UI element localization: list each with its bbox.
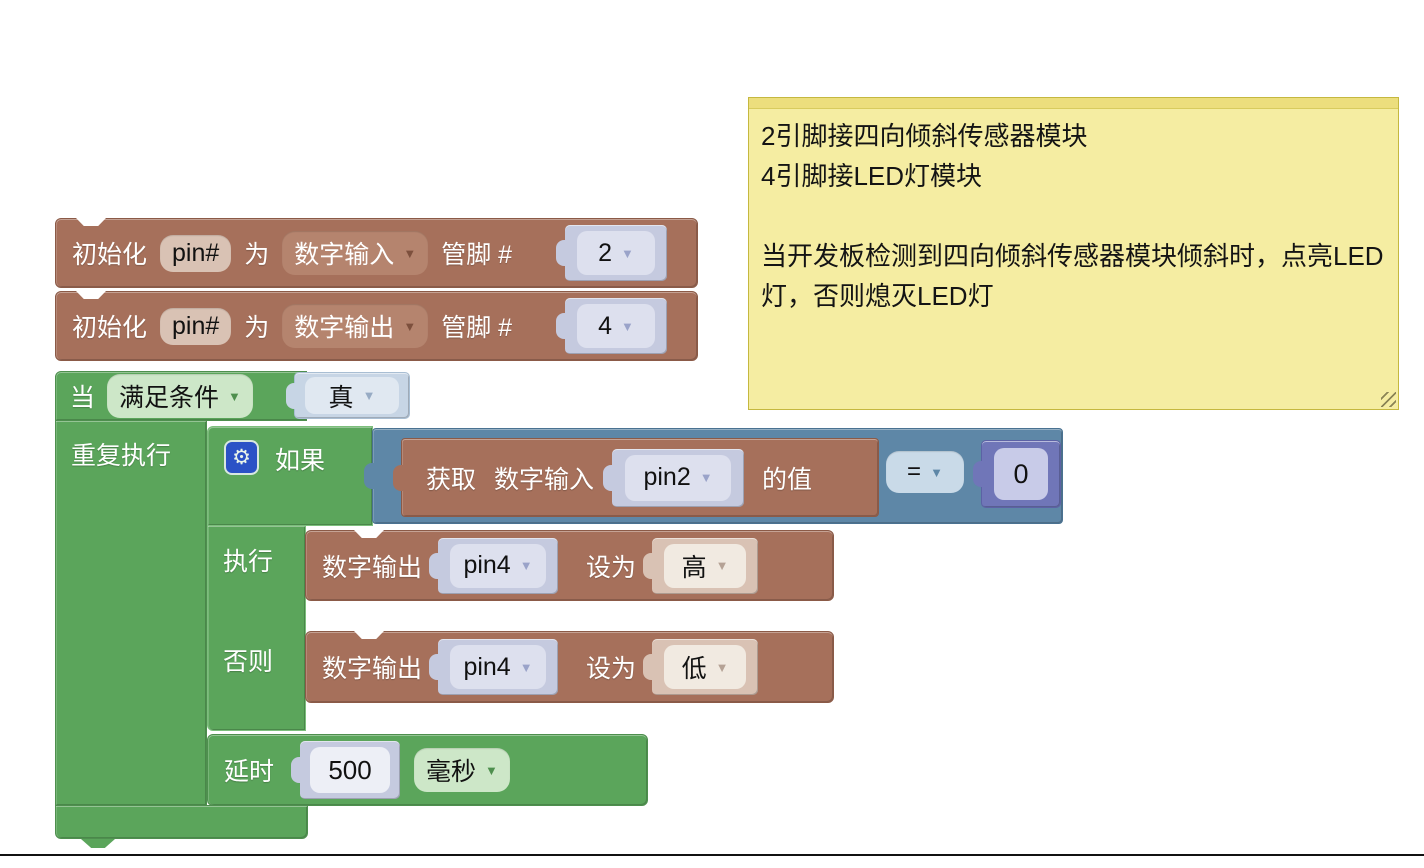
pin-select-block[interactable]: pin4▼ <box>429 537 559 594</box>
puzzle-connector <box>364 463 374 489</box>
block-repeat-bottom[interactable] <box>55 805 308 848</box>
chevron-down-icon: ▼ <box>519 659 533 675</box>
repeat-label: 重复执行 <box>71 442 172 470</box>
pin-mode-dropdown[interactable]: 数字输入▼ <box>282 231 429 275</box>
level-value-block[interactable]: 高▼ <box>643 537 759 594</box>
chevron-down-icon: ▼ <box>228 388 241 404</box>
mode-label: 数字输出 <box>322 655 423 683</box>
chevron-down-icon: ▼ <box>485 762 498 778</box>
delay-value-block[interactable]: 500 <box>291 741 401 799</box>
chevron-down-icon: ▼ <box>403 318 417 334</box>
pin-select-dropdown[interactable]: pin4▼ <box>450 645 547 689</box>
pin-mode-dropdown[interactable]: 数字输出▼ <box>282 304 429 348</box>
chevron-down-icon: ▼ <box>715 659 729 675</box>
block-delay[interactable]: 延时 500 毫秒▼ <box>207 734 648 806</box>
when-label: 当 <box>70 384 96 412</box>
puzzle-connector <box>973 461 983 487</box>
operator-dropdown[interactable]: =▼ <box>886 451 964 493</box>
mode-label: 数字输出 <box>322 553 423 582</box>
pin-name-field[interactable]: pin# <box>160 307 232 345</box>
mode-label: 数字输入 <box>494 465 595 494</box>
workspace-bottom-edge <box>0 854 1424 856</box>
chevron-down-icon: ▼ <box>699 470 713 485</box>
init-label: 初始化 <box>72 314 148 342</box>
level-dropdown[interactable]: 高▼ <box>664 543 747 588</box>
top-notch <box>354 530 384 538</box>
pin-select-dropdown[interactable]: pin4▼ <box>450 543 547 588</box>
block-compare[interactable]: 获取 数字输入 pin2▼ 的值 =▼ 0 <box>364 428 1063 524</box>
when-condition-dropdown[interactable]: 满足条件▼ <box>107 374 253 418</box>
comment-header-bar <box>749 98 1398 109</box>
top-notch <box>354 631 384 639</box>
comment-box[interactable]: 2引脚接四向倾斜传感器模块 4引脚接LED灯模块 当开发板检测到四向倾斜传感器模… <box>748 97 1399 410</box>
true-dropdown[interactable]: 真▼ <box>305 377 399 414</box>
puzzle-connector <box>429 654 440 680</box>
chevron-down-icon: ▼ <box>403 245 417 261</box>
block-digital-write-low[interactable]: 数字输出 pin4▼ 设为 低▼ <box>305 631 834 703</box>
comment-text[interactable]: 2引脚接四向倾斜传感器模块 4引脚接LED灯模块 当开发板检测到四向倾斜传感器模… <box>761 121 1384 311</box>
level-dropdown[interactable]: 低▼ <box>664 645 747 689</box>
puzzle-connector <box>286 382 296 409</box>
as-label: 为 <box>244 314 270 342</box>
block-number-value[interactable]: 0 <box>973 440 1061 508</box>
pin-select-block[interactable]: pin4▼ <box>429 639 559 695</box>
block-when-header[interactable]: 当 满足条件▼ <box>55 371 307 421</box>
block-digital-write-high[interactable]: 数字输出 pin4▼ 设为 高▼ <box>305 530 834 601</box>
pin-select-dropdown[interactable]: pin2▼ <box>625 454 732 501</box>
top-notch <box>76 218 106 226</box>
chevron-down-icon: ▼ <box>519 558 533 573</box>
resize-handle-icon[interactable] <box>1381 392 1396 407</box>
init-label: 初始化 <box>72 241 148 269</box>
pin-value-dropdown[interactable]: 2▼ <box>577 231 655 275</box>
block-if-body[interactable]: 执行 否则 <box>207 525 306 731</box>
do-label: 执行 <box>223 548 274 576</box>
pin-name-field[interactable]: pin# <box>160 234 232 272</box>
value-label: 的值 <box>762 465 813 494</box>
block-init-digital-input[interactable]: 初始化 pin# 为 数字输入▼ 管脚 # 2▼ <box>55 218 698 288</box>
puzzle-connector <box>429 552 440 579</box>
pin-value-dropdown[interactable]: 4▼ <box>577 304 655 348</box>
chevron-down-icon: ▼ <box>621 318 634 334</box>
delay-unit-dropdown[interactable]: 毫秒▼ <box>414 748 510 792</box>
pin-number-label: 管脚 # <box>441 314 513 342</box>
top-notch <box>76 291 106 299</box>
block-repeat-spine[interactable]: 重复执行 <box>55 420 207 806</box>
set-label: 设为 <box>586 655 637 683</box>
chevron-down-icon: ▼ <box>715 558 729 573</box>
delay-label: 延时 <box>224 758 275 786</box>
chevron-down-icon: ▼ <box>362 388 376 403</box>
block-if-header[interactable]: ⚙ 如果 <box>207 426 373 526</box>
if-label: 如果 <box>275 447 326 475</box>
delay-number-field[interactable]: 500 <box>310 747 391 793</box>
set-label: 设为 <box>586 553 637 582</box>
puzzle-connector <box>643 654 654 680</box>
bottom-connector <box>81 839 115 848</box>
puzzle-connector <box>556 240 566 266</box>
level-value-block[interactable]: 低▼ <box>643 639 759 695</box>
puzzle-connector <box>393 464 403 491</box>
number-field[interactable]: 0 <box>994 448 1048 500</box>
pin-select-block[interactable]: pin2▼ <box>603 448 745 507</box>
puzzle-connector <box>556 313 566 339</box>
get-label: 获取 <box>426 465 477 494</box>
block-init-digital-output[interactable]: 初始化 pin# 为 数字输出▼ 管脚 # 4▼ <box>55 291 698 361</box>
pin-value-block[interactable]: 4▼ <box>556 298 667 354</box>
chevron-down-icon: ▼ <box>930 464 943 480</box>
else-label: 否则 <box>223 648 274 676</box>
pin-value-block[interactable]: 2▼ <box>556 225 667 281</box>
puzzle-connector <box>291 757 302 783</box>
chevron-down-icon: ▼ <box>621 245 634 261</box>
as-label: 为 <box>244 241 270 269</box>
puzzle-connector <box>603 464 614 491</box>
gear-icon[interactable]: ⚙ <box>224 440 259 475</box>
block-true-value[interactable]: 真▼ <box>286 372 410 419</box>
pin-number-label: 管脚 # <box>441 241 513 269</box>
block-get-digital-input[interactable]: 获取 数字输入 pin2▼ 的值 <box>393 438 879 517</box>
puzzle-connector <box>643 552 654 579</box>
